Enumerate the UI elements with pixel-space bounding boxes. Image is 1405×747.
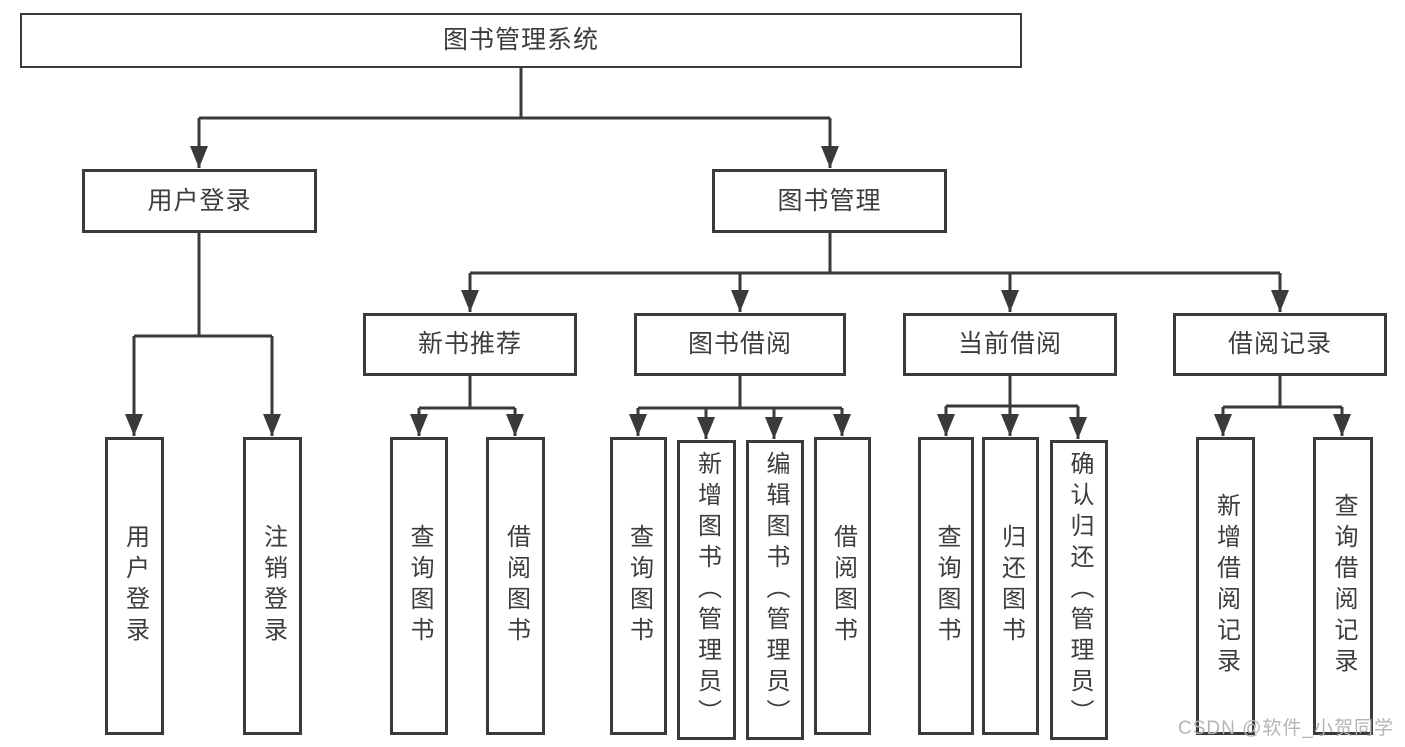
arrow-down-icon	[1271, 290, 1289, 312]
arrow-down-icon	[190, 146, 208, 168]
node-borrowing-records: 借阅记录	[1173, 313, 1387, 376]
arrow-down-icon	[765, 417, 783, 439]
arrow-down-icon	[937, 414, 955, 436]
node-user-login: 用户登录	[82, 169, 317, 233]
arrow-down-icon	[629, 414, 647, 436]
arrow-down-icon	[1333, 414, 1351, 436]
arrowhead-icons	[125, 146, 1351, 439]
arrow-down-icon	[1069, 417, 1087, 439]
leaf-confirm-return-admin: 确认归还（管理员）	[1050, 440, 1108, 740]
node-new-book-recommend: 新书推荐	[363, 313, 577, 376]
node-current-borrowing: 当前借阅	[903, 313, 1117, 376]
arrow-down-icon	[1001, 290, 1019, 312]
arrow-down-icon	[125, 414, 143, 436]
leaf-query-books-recommend: 查询图书	[390, 437, 448, 735]
leaf-query-books-current: 查询图书	[918, 437, 974, 735]
leaf-borrow-books-recommend: 借阅图书	[486, 437, 545, 735]
arrow-down-icon	[1214, 414, 1232, 436]
leaf-return-book: 归还图书	[982, 437, 1039, 735]
arrow-down-icon	[1001, 414, 1019, 436]
arrow-down-icon	[506, 414, 524, 436]
leaf-add-borrow-record: 新增借阅记录	[1196, 437, 1255, 735]
leaf-edit-book-admin: 编辑图书（管理员）	[746, 440, 804, 740]
arrow-down-icon	[833, 414, 851, 436]
arrow-down-icon	[461, 290, 479, 312]
watermark: CSDN @软件_小贺同学	[1178, 718, 1394, 739]
arrow-down-icon	[263, 414, 281, 436]
arrow-down-icon	[697, 417, 715, 439]
arrow-down-icon	[731, 290, 749, 312]
leaf-query-borrow-record: 查询借阅记录	[1313, 437, 1373, 735]
leaf-logout: 注销登录	[243, 437, 302, 735]
arrow-down-icon	[821, 146, 839, 168]
arrow-down-icon	[410, 414, 428, 436]
leaf-query-books-borrowing: 查询图书	[610, 437, 667, 735]
connector-lines	[132, 68, 1344, 439]
leaf-borrow-books-borrowing: 借阅图书	[814, 437, 871, 735]
node-root: 图书管理系统	[20, 13, 1022, 68]
leaf-add-book-admin: 新增图书（管理员）	[677, 440, 736, 740]
leaf-user-login: 用户登录	[105, 437, 164, 735]
node-book-borrowing: 图书借阅	[634, 313, 846, 376]
node-book-management: 图书管理	[712, 169, 947, 233]
